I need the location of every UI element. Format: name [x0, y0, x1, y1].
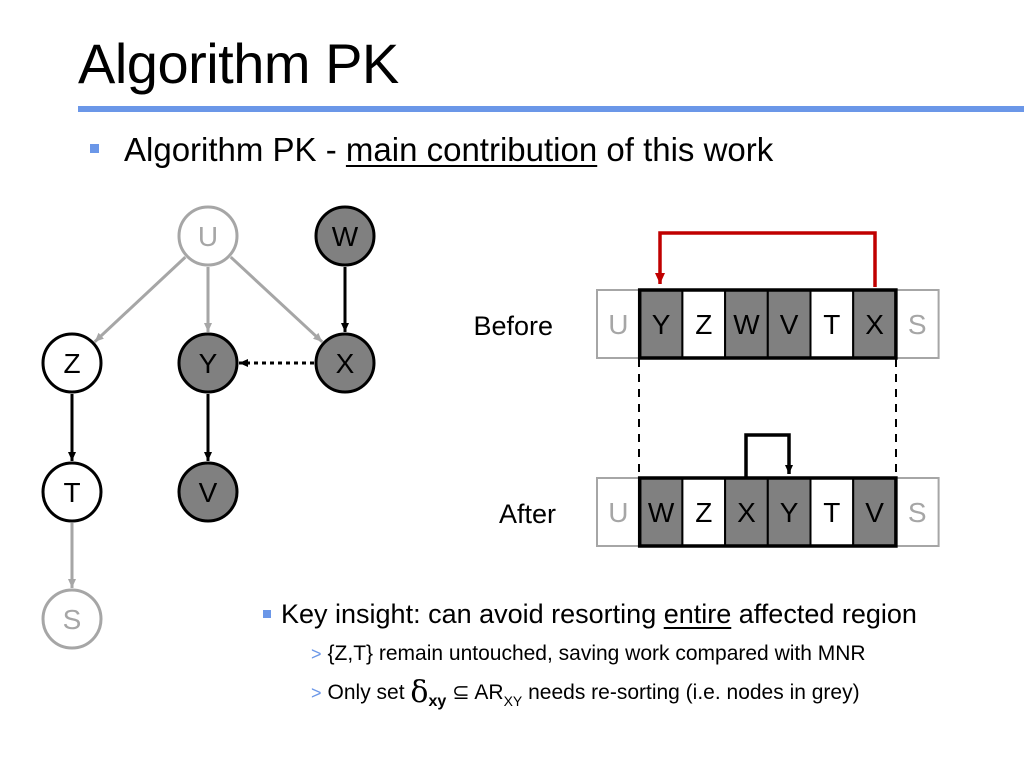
bullet-main-contribution: Algorithm PK - main contribution of this… [124, 130, 773, 170]
node-u: U [177, 205, 239, 267]
subbullet-1-text: {Z,T} remain untouched, saving work comp… [327, 642, 866, 665]
after-swap-arrow [744, 433, 793, 477]
node-circle [314, 332, 376, 394]
graph-edges [68, 255, 349, 588]
node-label: X [336, 348, 355, 379]
order-cell [809, 477, 855, 547]
order-cell-label: T [823, 309, 840, 340]
order-cell-label: Y [652, 309, 671, 340]
slide-title: Algorithm PK [78, 32, 399, 95]
bullet-1-suffix: of this work [597, 131, 774, 168]
order-cell-label: V [780, 309, 799, 340]
subbullet-untouched: >{Z,T} remain untouched, saving work com… [311, 641, 866, 667]
ar-text: AR [474, 681, 504, 704]
bullet-2-suffix: affected region [731, 599, 917, 629]
order-cell-label: V [865, 497, 884, 528]
node-label: Z [63, 348, 80, 379]
node-label: V [199, 477, 218, 508]
order-cell [724, 289, 769, 359]
order-cell-label: X [737, 497, 756, 528]
order-cell-label: Z [695, 309, 712, 340]
order-cell [681, 477, 727, 547]
delta-symbol: δ [410, 675, 429, 710]
order-cell-label: Y [780, 497, 799, 528]
node-x: X [314, 332, 376, 394]
bullet-marker [263, 610, 271, 618]
delta-subscript: xy [428, 693, 447, 710]
subset-symbol: ⊆ [452, 681, 470, 704]
affected-region-frame [637, 476, 898, 548]
bullet-1-prefix: Algorithm PK - [124, 131, 346, 168]
subbullet-2-pre: Only set [327, 681, 411, 704]
order-cell [596, 289, 641, 359]
order-cell-label: Z [695, 497, 712, 528]
title-rule [78, 106, 1024, 112]
node-label: T [63, 477, 80, 508]
node-circle [41, 461, 103, 523]
graph-nodes: U W Z Y X T V S [41, 205, 376, 650]
ar-subscript: XY [503, 693, 523, 709]
node-circle [177, 332, 239, 394]
after-label: After [499, 499, 556, 529]
node-label: S [63, 604, 82, 635]
order-cell-label: S [908, 497, 927, 528]
node-t: T [41, 461, 103, 523]
affected-region-frame [637, 288, 898, 360]
node-y: Y [177, 332, 239, 394]
node-circle [314, 205, 376, 267]
order-cell [852, 477, 897, 547]
bullet-2-prefix: Key insight: can avoid resorting [281, 599, 664, 629]
alignment-guides [638, 359, 897, 476]
order-cell-label: X [865, 309, 884, 340]
node-circle [41, 332, 103, 394]
before-label: Before [473, 311, 553, 341]
node-circle [177, 205, 239, 267]
subbullet-resorting: >Only set δxy ⊆ ARXY needs re-sorting (i… [311, 678, 860, 711]
node-circle [41, 588, 103, 650]
order-cell-label: T [823, 497, 840, 528]
node-label: W [332, 221, 359, 252]
bullet-1-underlined: main contribution [345, 131, 598, 168]
order-cell-label: U [608, 497, 628, 528]
order-cell-label: U [608, 309, 628, 340]
bullet-marker [90, 144, 99, 153]
node-v: V [177, 461, 239, 523]
node-label: U [198, 221, 218, 252]
before-move-arrow [655, 231, 877, 287]
edge-u-x [229, 255, 324, 344]
order-cell-label: W [733, 309, 760, 340]
node-circle [177, 461, 239, 523]
node-label: Y [199, 348, 218, 379]
bullet-2-underlined: entire [663, 599, 732, 629]
order-cell [894, 477, 940, 547]
subbullet-marker: > [311, 683, 322, 703]
order-cell-label: S [908, 309, 927, 340]
subbullet-2-post: needs re-sorting (i.e. nodes in grey) [522, 681, 860, 704]
node-z: Z [41, 332, 103, 394]
node-w: W [314, 205, 376, 267]
edge-u-z [93, 256, 187, 343]
bullet-key-insight: Key insight: can avoid resorting entire … [281, 598, 917, 630]
node-s: S [41, 588, 103, 650]
subbullet-marker: > [311, 644, 322, 664]
order-cell [894, 289, 940, 359]
order-cell-label: W [648, 497, 675, 528]
